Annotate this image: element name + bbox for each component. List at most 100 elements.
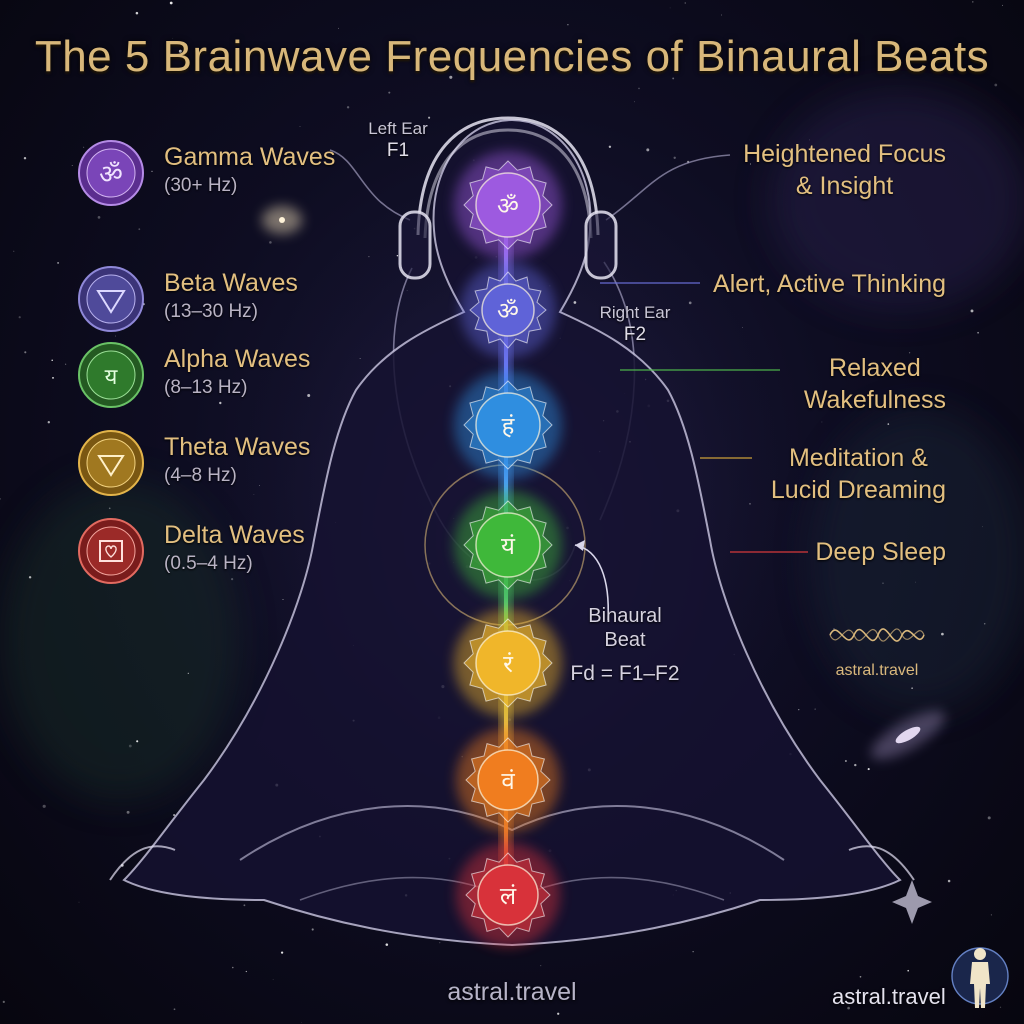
root-chakra-icon [78,518,144,584]
star [136,740,139,743]
star [396,254,399,257]
star [83,146,85,148]
star [911,687,913,689]
left-ear-title: Left Ear [368,119,428,138]
star [259,485,261,486]
star [741,327,743,328]
star [232,966,234,969]
star [720,14,722,16]
left-ear-label: Left Ear F1 [360,118,436,162]
star [608,145,612,148]
star [301,1022,302,1023]
star [173,814,176,817]
star [808,139,811,141]
wave-frequency: (8–13 Hz) [164,377,248,398]
star [646,148,650,152]
headphones-icon [398,116,618,280]
page-title: The 5 Brainwave Frequencies of Binaural … [34,32,990,81]
star [219,401,222,405]
effect-connector-lines [600,282,808,553]
svg-text:ॐ: ॐ [99,160,123,190]
star [449,75,453,79]
star [138,228,141,231]
star [47,421,50,424]
wave-name: Alpha Waves [164,345,311,373]
chakra-glyph: यं [501,532,516,560]
star [867,768,870,771]
star [281,360,284,362]
chakra-glyph: रं [503,650,514,678]
star [428,116,431,119]
wave-name: Theta Waves [164,433,311,461]
effect-line: & Insight [795,172,894,200]
star [172,37,174,39]
star [672,77,675,80]
watermark-bottom-right: astral.travel [832,984,946,1009]
effect-gamma: Heightened Focus& Insight [743,138,946,202]
star [798,709,800,711]
binaural-label-line1: Binaural [588,605,662,627]
star [78,901,80,903]
star [204,539,206,542]
sound-wave-icon [829,628,925,642]
star [388,91,391,94]
star [24,351,27,354]
left-ear-frequency: F1 [386,140,410,161]
star [368,255,370,258]
star [173,1008,176,1011]
star [338,27,339,29]
chakra-core [477,749,539,811]
star [97,216,101,219]
star [982,526,983,528]
star [638,87,640,90]
effect-beta: Alert, Active Thinking [713,268,946,300]
star [567,23,569,26]
star [908,352,911,354]
svg-text:य: य [105,365,119,390]
star [253,494,255,495]
star [557,1012,560,1015]
wave-frequency: (13–30 Hz) [164,301,258,322]
star [999,1006,1002,1008]
star [847,1006,850,1010]
star [983,623,986,625]
star [108,507,111,510]
star [849,181,851,184]
wave-frequency: (0.5–4 Hz) [164,553,253,574]
star [151,170,153,173]
effect-line: Alert, Active Thinking [713,270,946,298]
chakra-symbol: ॐ [460,262,556,358]
star [269,241,272,244]
binaural-formula: Fd = F1–F2 [570,662,680,685]
brand-logo-small: astral.travel [822,612,932,679]
right-ear-label: Right Ear F2 [590,302,680,346]
star [135,11,139,15]
star [1002,4,1003,6]
star [18,316,21,319]
star [814,708,816,710]
chakra-symbol: लं [456,843,560,947]
chakra-core [475,630,541,696]
right-ear-title: Right Ear [599,303,671,322]
star [749,163,751,165]
arrow-head [575,540,585,551]
wave-name: Beta Waves [164,269,298,297]
star [359,358,361,359]
star [307,394,311,397]
star [970,309,974,313]
human-figure-icon [951,947,1009,1008]
star [803,284,806,287]
solar-plexus-icon [78,430,144,496]
effect-line: Wakefulness [803,386,946,414]
star [311,928,314,931]
star [977,331,979,334]
effect-line: Lucid Dreaming [770,476,946,504]
wave-frequency: (4–8 Hz) [164,465,237,486]
wave-name: Delta Waves [164,521,305,549]
star [280,951,284,954]
chakra-glyph: ॐ [497,192,519,220]
star [439,942,441,944]
star [821,421,823,423]
heart-chakra-icon: य [78,342,144,408]
